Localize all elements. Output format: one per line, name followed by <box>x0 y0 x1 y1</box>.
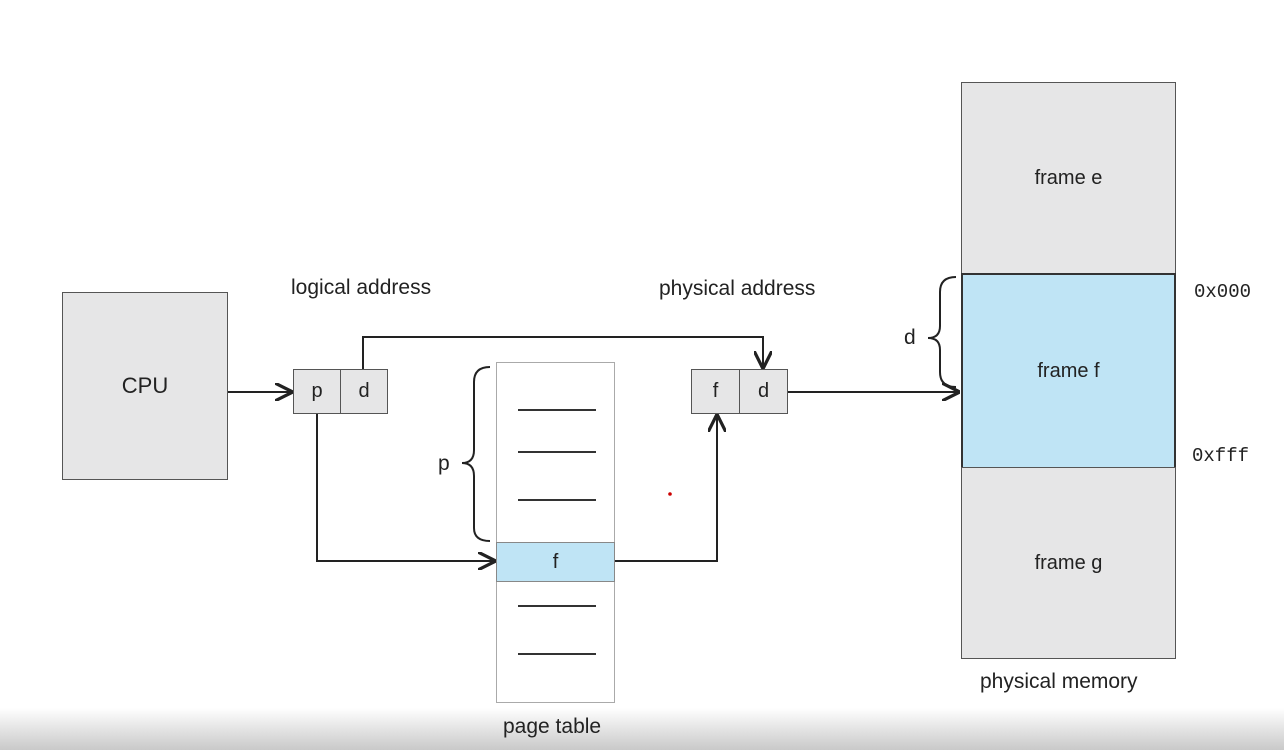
p-brace <box>461 366 491 542</box>
physical-address-label: physical address <box>659 277 816 300</box>
physical-memory-label: physical memory <box>980 670 1138 693</box>
cpu-box: CPU <box>62 292 228 480</box>
p-to-page-table-arrow <box>316 414 494 561</box>
frame-g-label: frame g <box>1034 551 1103 574</box>
bottom-bar <box>0 708 1284 750</box>
frame-f-label: frame f <box>1037 359 1100 382</box>
logical-d-text: d <box>358 380 370 402</box>
frame-e-label: frame e <box>1034 167 1103 189</box>
physical-d-text: d <box>757 380 770 402</box>
red-dot <box>668 492 672 496</box>
end-address-label: 0xfff <box>1192 445 1250 467</box>
page-index-label: p <box>438 452 450 475</box>
start-address-label: 0x000 <box>1194 281 1252 303</box>
page-table-entry-text: f <box>552 550 559 573</box>
logical-address-label: logical address <box>291 276 432 299</box>
page-table-entry-f: f <box>496 542 615 582</box>
frame-e: frame e <box>961 82 1176 275</box>
page-table-row <box>518 653 596 655</box>
d-brace <box>927 276 957 388</box>
frame-g: frame g <box>961 467 1176 659</box>
page-table-row <box>518 499 596 501</box>
logical-p-cell: p <box>293 369 341 414</box>
page-table <box>496 362 615 703</box>
f-to-physical-arrow <box>614 416 717 562</box>
cpu-label: CPU <box>121 373 169 398</box>
page-table-row <box>518 409 596 411</box>
page-table-row <box>518 605 596 607</box>
d-passthrough-arrow <box>362 336 763 369</box>
frame-f: frame f <box>961 273 1176 469</box>
physical-f-cell: f <box>691 369 740 414</box>
offset-d-label: d <box>904 326 916 349</box>
logical-p-text: p <box>311 380 323 402</box>
logical-d-cell: d <box>340 369 388 414</box>
physical-f-text: f <box>712 380 719 402</box>
page-table-label: page table <box>503 715 602 738</box>
physical-d-cell: d <box>739 369 788 414</box>
page-table-row <box>518 451 596 453</box>
